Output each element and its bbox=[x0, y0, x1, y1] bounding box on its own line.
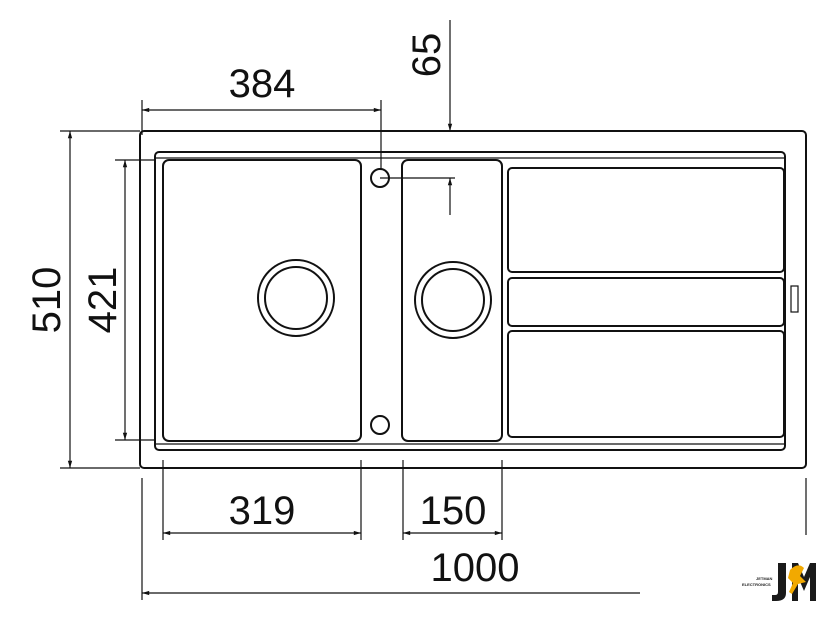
dim-label-65: 65 bbox=[405, 33, 449, 78]
dim-label-384: 384 bbox=[229, 62, 296, 106]
dim-label-319: 319 bbox=[229, 489, 296, 533]
svg-text:ELECTRONICS: ELECTRONICS bbox=[742, 582, 771, 587]
overflow-hole bbox=[370, 415, 390, 435]
dim-label-150: 150 bbox=[420, 489, 487, 533]
extension-lines bbox=[60, 100, 807, 600]
dim-label-510: 510 bbox=[25, 267, 69, 334]
jetman-logo: JETMAN ELECTRONICS bbox=[742, 563, 816, 601]
dim-label-421: 421 bbox=[81, 267, 125, 334]
sink-outline bbox=[139, 130, 807, 469]
small-bowl-drain bbox=[414, 261, 492, 339]
large-bowl bbox=[162, 159, 362, 442]
small-bowl bbox=[401, 159, 503, 442]
large-bowl-drain bbox=[257, 259, 335, 337]
svg-text:JETMAN: JETMAN bbox=[756, 576, 773, 581]
drainer bbox=[507, 167, 785, 438]
dim-label-1000: 1000 bbox=[431, 546, 520, 590]
drainer-handle bbox=[790, 285, 799, 313]
